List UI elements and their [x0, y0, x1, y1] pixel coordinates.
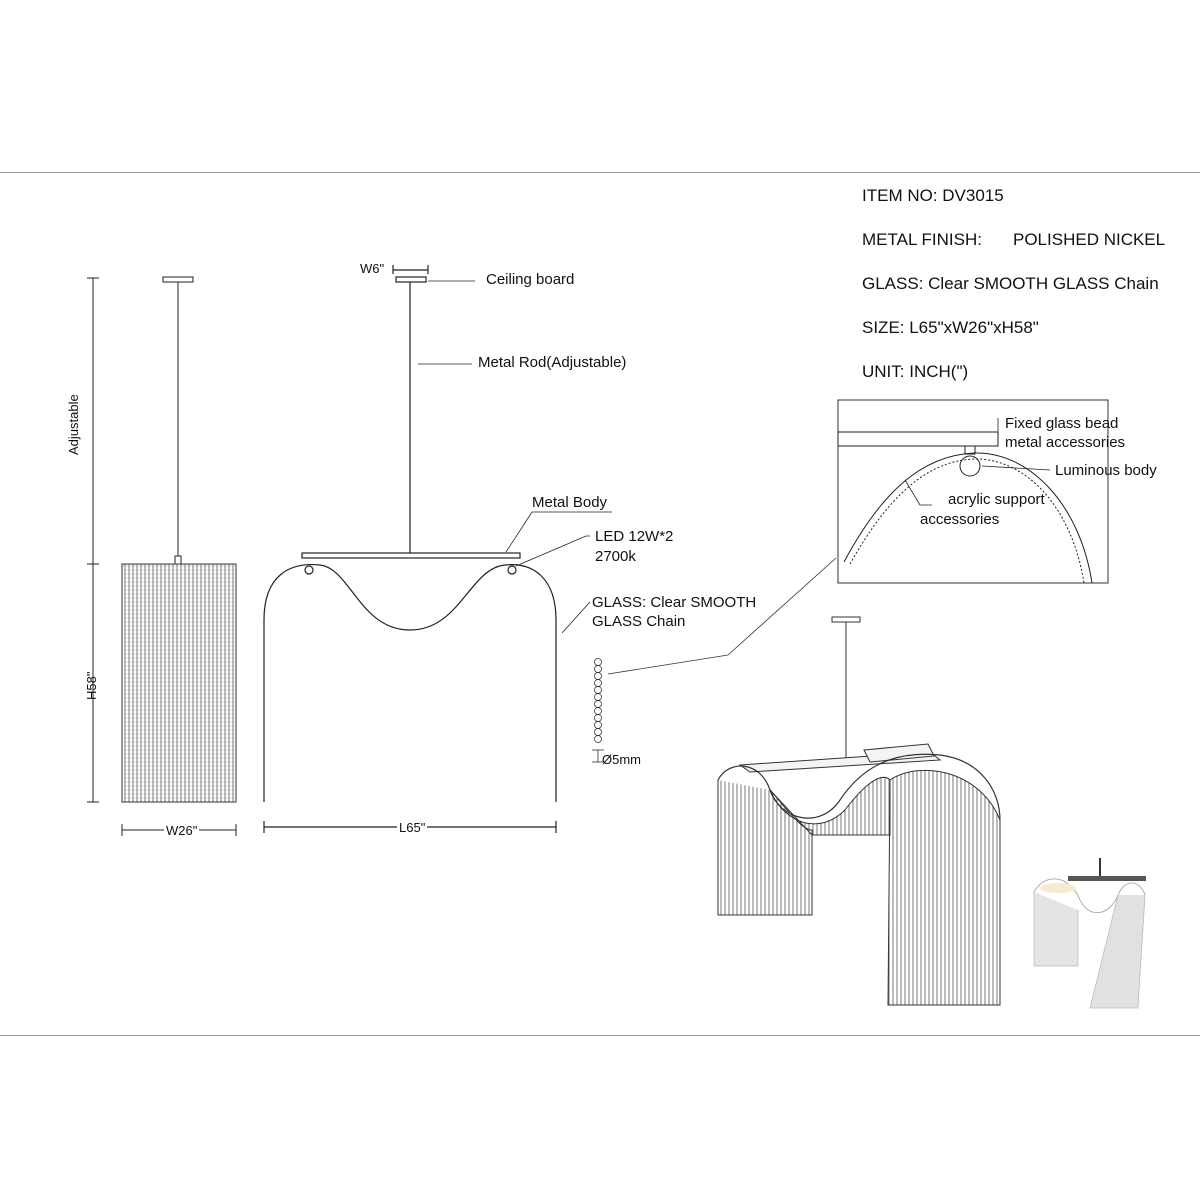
led-left-icon: [304, 565, 314, 575]
front-wave-outline: [263, 563, 557, 802]
front-canopy: [395, 276, 427, 283]
metal-body-label: Metal Body: [532, 494, 608, 511]
metal-finish-value: POLISHED NICKEL: [1013, 230, 1166, 249]
width-label: W26": [164, 823, 200, 838]
length-label: L65": [397, 820, 428, 835]
glass-spec: GLASS: Clear SMOOTH GLASS Chain: [862, 274, 1159, 293]
metal-finish-label: METAL FINISH:: [862, 230, 982, 249]
size-spec: SIZE: L65"xW26"xH58": [862, 318, 1039, 337]
detail-arc-outer: [843, 452, 1093, 584]
detail-arc-inner: [849, 458, 1085, 584]
perspective-view: [717, 616, 1001, 1006]
side-canopy: [162, 276, 194, 283]
item-number: ITEM NO: DV3015: [862, 186, 1004, 205]
bead-diameter-label: Ø5mm: [602, 752, 641, 767]
acrylic-label-line1: acrylic support: [948, 491, 1045, 508]
led-right-icon: [507, 565, 517, 575]
product-photo-sketch: [1033, 858, 1146, 1009]
detail-view: [837, 399, 1109, 584]
front-metal-body: [301, 552, 521, 559]
drawing-sheet-frame: [0, 172, 1200, 1036]
persp-wave-curtain: [769, 776, 891, 836]
persp-left-curtain: [717, 780, 813, 916]
persp-right-curtain: [887, 769, 1001, 1006]
detail-metal-bar: [837, 431, 999, 447]
glass-label-line2: GLASS Chain: [592, 613, 686, 630]
metal-rod-label: Metal Rod(Adjustable): [478, 354, 627, 371]
side-view: [87, 276, 237, 836]
detail-frame: [837, 399, 1109, 584]
side-connector: [174, 555, 182, 565]
front-view: [263, 265, 612, 833]
adjustable-label: Adjustable: [66, 394, 81, 455]
height-label: H58": [84, 671, 99, 700]
ceiling-board-label: Ceiling board: [486, 271, 575, 288]
fixed-bead-label-line1: Fixed glass bead: [1005, 415, 1119, 432]
led-label-line1: LED 12W*2: [595, 528, 674, 545]
luminous-body-label: Luminous body: [1055, 462, 1157, 479]
canopy-width-label: W6": [360, 261, 385, 276]
acrylic-label-line2: accessories: [920, 511, 1000, 528]
unit-spec: UNIT: INCH("): [862, 362, 969, 381]
glass-label-line1: GLASS: Clear SMOOTH: [592, 594, 757, 611]
side-chain-curtain: [121, 563, 237, 803]
led-label-line2: 2700k: [595, 548, 636, 565]
bead-chain: [592, 557, 837, 763]
luminous-body-icon: [959, 455, 981, 477]
fixed-bead-label-line2: metal accessories: [1005, 434, 1126, 451]
persp-canopy: [831, 616, 861, 623]
